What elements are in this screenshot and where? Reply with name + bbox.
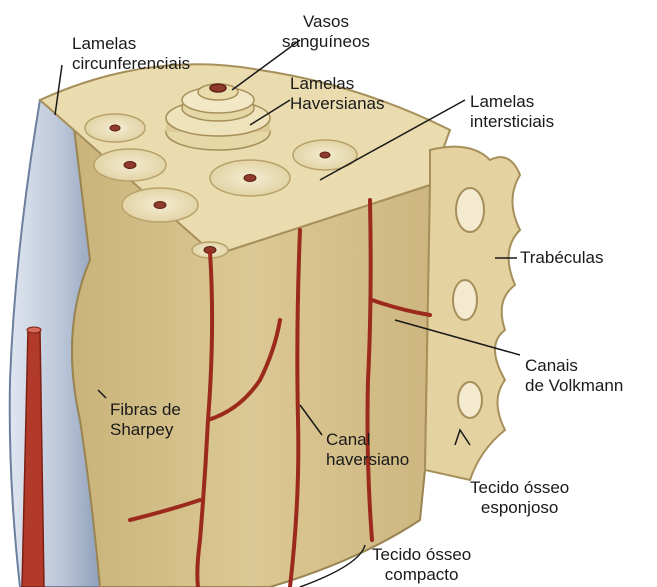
trabeculae [425, 147, 520, 480]
label-trabeculas: Trabéculas [520, 248, 603, 268]
